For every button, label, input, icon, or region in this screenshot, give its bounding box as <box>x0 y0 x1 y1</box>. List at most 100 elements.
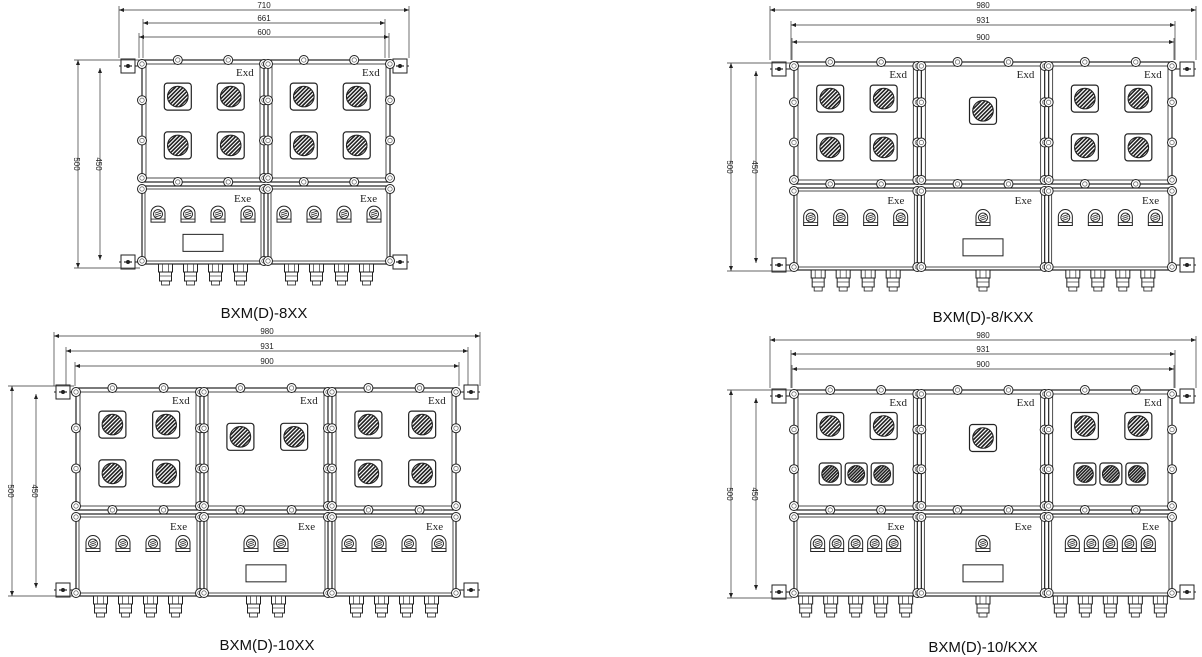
rotary-switch-icon <box>1070 133 1099 162</box>
bolt-icon <box>1167 186 1177 196</box>
bolt-icon <box>223 177 234 187</box>
cable-gland-icon <box>860 269 876 292</box>
exd-module: Exd <box>916 385 1050 515</box>
bolt-icon <box>385 95 395 106</box>
rotary-switch-icon <box>816 84 845 113</box>
bolt-icon <box>327 588 337 598</box>
bolt-icon <box>1043 424 1054 435</box>
bolt-icon <box>1079 385 1090 395</box>
indicator-lamp-icon <box>180 205 196 223</box>
rotary-switch-icon <box>289 82 318 111</box>
mounting-foot <box>463 384 479 400</box>
rotary-switch-icon <box>1070 411 1099 441</box>
increased-safety-tag: Exe <box>1142 521 1159 533</box>
bolt-icon <box>71 423 81 434</box>
dimension-label: 931 <box>976 16 990 25</box>
cable-gland-icon <box>208 263 223 286</box>
bolt-icon <box>451 588 461 598</box>
rotary-switch-icon <box>1124 133 1153 162</box>
bolt-icon <box>1043 262 1054 272</box>
rotary-switch-icon <box>1073 462 1097 486</box>
bolt-icon <box>916 464 927 475</box>
bolt-icon <box>916 501 927 511</box>
exd-module: Exd <box>327 383 461 515</box>
mounting-foot <box>771 61 787 77</box>
explosion-proof-tag: Exd <box>889 397 907 409</box>
rotary-switch-icon <box>968 423 998 453</box>
bolt-icon <box>789 464 799 475</box>
indicator-lamp-icon <box>1064 535 1080 553</box>
bolt-icon <box>327 387 337 397</box>
cable-gland-icon <box>284 263 299 286</box>
bolt-icon <box>1167 61 1177 71</box>
exd-module: Exd <box>199 383 333 515</box>
exd-module: Exd <box>1043 57 1177 189</box>
increased-safety-tag: Exe <box>234 193 251 205</box>
cable-gland-icon <box>143 595 158 618</box>
indicator-lamp-icon <box>893 209 909 227</box>
increased-safety-tag: Exe <box>298 521 315 533</box>
bolt-icon <box>235 505 246 515</box>
rotary-switch-icon <box>844 462 868 486</box>
exd-module: Exd <box>916 57 1050 189</box>
rotary-switch-icon <box>152 459 181 488</box>
bolt-icon <box>137 59 147 69</box>
dimension-label: 500 <box>72 157 81 171</box>
mounting-foot <box>55 582 71 598</box>
cable-gland-icon <box>1090 269 1106 292</box>
indicator-lamp-icon <box>1057 209 1073 227</box>
bolt-icon <box>825 57 836 67</box>
indicator-lamp-icon <box>401 535 417 553</box>
bolt-icon <box>789 424 799 435</box>
indicator-lamp-icon <box>1147 209 1163 227</box>
indicator-lamp-icon <box>803 209 819 227</box>
bolt-icon <box>789 501 799 511</box>
rotary-switch-icon <box>870 462 894 486</box>
bolt-icon <box>385 135 395 146</box>
cable-gland-icon <box>271 595 286 618</box>
cable-gland-icon <box>309 263 324 286</box>
dimension-label: 980 <box>976 331 990 340</box>
bolt-icon <box>263 184 273 194</box>
bolt-icon <box>286 383 297 393</box>
dimension-label: 450 <box>750 160 759 174</box>
bolt-icon <box>137 135 147 146</box>
rotary-switch-icon <box>289 131 318 160</box>
bolt-icon <box>137 256 147 266</box>
rotary-switch-icon <box>869 133 898 162</box>
bolt-icon <box>1167 389 1177 399</box>
dimension-label: 500 <box>6 484 15 498</box>
cable-gland-icon <box>1077 595 1093 618</box>
bolt-icon <box>363 505 374 515</box>
bolt-icon <box>1043 501 1054 511</box>
indicator-lamp-icon <box>1087 209 1103 227</box>
bolt-icon <box>327 423 337 434</box>
dimension-label: 980 <box>976 1 990 10</box>
mounting-foot <box>392 254 408 270</box>
dimension-label: 900 <box>976 360 990 369</box>
bolt-icon <box>451 501 461 511</box>
explosion-proof-tag: Exd <box>1017 397 1035 409</box>
bolt-icon <box>1167 262 1177 272</box>
bolt-icon <box>414 383 425 393</box>
model-caption: BXM(D)-10XX <box>219 637 314 654</box>
bolt-icon <box>916 61 927 71</box>
rotary-switch-icon <box>1124 84 1153 113</box>
bolt-icon <box>876 385 887 395</box>
exe-module: Exe <box>199 512 333 598</box>
bolt-icon <box>789 175 799 185</box>
increased-safety-tag: Exe <box>887 195 904 207</box>
explosion-proof-tag: Exd <box>428 395 446 407</box>
bolt-icon <box>916 262 927 272</box>
cable-gland-icon <box>424 595 439 618</box>
indicator-lamp-icon <box>371 535 387 553</box>
exe-module: Exe <box>137 184 269 266</box>
rotary-switch-icon <box>98 410 127 439</box>
indicator-lamp-icon <box>85 535 101 553</box>
dimension-label: 980 <box>260 327 274 336</box>
bolt-icon <box>1043 175 1054 185</box>
cable-gland-icon <box>898 595 914 618</box>
dimension-label: 450 <box>750 487 759 501</box>
